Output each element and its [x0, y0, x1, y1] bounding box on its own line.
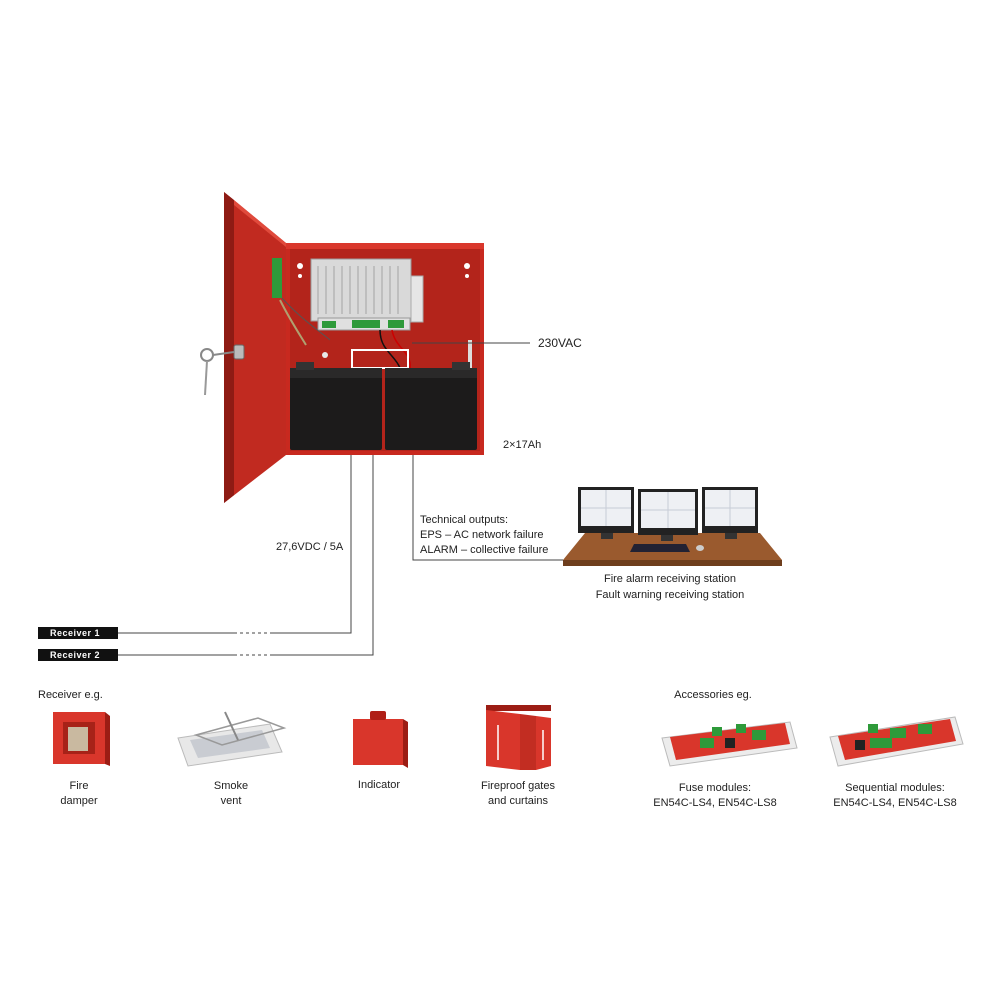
technical-output-alarm: ALARM – collective failure	[420, 544, 549, 556]
accessory-sequential-modules-line-1: Sequential modules:	[845, 782, 945, 794]
receiver-fire-damper-label: Fire damper	[39, 779, 119, 809]
station-line-2: Fault warning receiving station	[595, 589, 745, 601]
battery-label: 2×17Ah	[503, 439, 542, 451]
receiver-fireproof-gates-line-1: Fireproof gates	[481, 780, 555, 792]
technical-outputs-title: Technical outputs:	[420, 514, 509, 526]
receiver-2-tag: Receiver 2	[38, 649, 118, 661]
mains-label: 230VAC	[538, 336, 582, 350]
receiver-fireproof-gates-label: Fireproof gates and curtains	[468, 779, 568, 809]
terminal-strip	[272, 258, 331, 346]
key-icon	[200, 344, 245, 396]
technical-output-eps: EPS – AC network failure	[420, 529, 544, 541]
accessory-sequential-modules-label: Sequential modules: EN54C-LS4, EN54C-LS8	[820, 781, 970, 811]
sequential-module-icon	[829, 716, 964, 767]
connection-lines	[118, 342, 563, 656]
receiver-fire-damper-line-1: Fire	[69, 780, 89, 792]
accessory-fuse-modules-line-2: EN54C-LS4, EN54C-LS8	[653, 797, 777, 809]
battery-1	[290, 362, 382, 450]
receiver-smoke-vent-line-1: Smoke	[213, 780, 249, 792]
receiver-smoke-vent-label: Smoke vent	[191, 779, 271, 809]
battery-2	[385, 362, 477, 450]
accessories-heading: Accessories eg.	[674, 689, 752, 701]
indicator-icon	[353, 711, 408, 768]
station-line-1: Fire alarm receiving station	[603, 573, 737, 585]
psu-module	[310, 258, 424, 331]
accessory-sequential-modules-line-2: EN54C-LS4, EN54C-LS8	[833, 797, 957, 809]
smoke-vent-icon	[177, 711, 287, 767]
mouse-icon	[696, 545, 704, 551]
fireproof-gates-icon	[486, 705, 551, 770]
receiver-indicator-label: Indicator	[339, 778, 419, 793]
station-label: Fire alarm receiving station Fault warni…	[585, 571, 755, 603]
receiver-smoke-vent-line-2: vent	[220, 795, 242, 807]
receiving-station	[563, 487, 782, 566]
fuse-module-icon	[661, 721, 798, 767]
accessory-fuse-modules-line-1: Fuse modules:	[678, 782, 752, 794]
enclosure-door	[224, 192, 286, 503]
technical-outputs: Technical outputs: EPS – AC network fail…	[420, 513, 548, 558]
receiver-indicator-line-1: Indicator	[357, 779, 401, 791]
keyboard-icon	[630, 544, 690, 552]
output-label: 27,6VDC / 5A	[276, 541, 344, 553]
receiver-1-tag: Receiver 1	[38, 627, 118, 639]
receiver-fire-damper-line-2: damper	[60, 795, 98, 807]
receiver-fireproof-gates-line-2: and curtains	[488, 795, 548, 807]
fire-damper-icon	[53, 712, 110, 766]
receivers-heading: Receiver e.g.	[38, 689, 103, 701]
accessory-fuse-modules-label: Fuse modules: EN54C-LS4, EN54C-LS8	[640, 781, 790, 811]
